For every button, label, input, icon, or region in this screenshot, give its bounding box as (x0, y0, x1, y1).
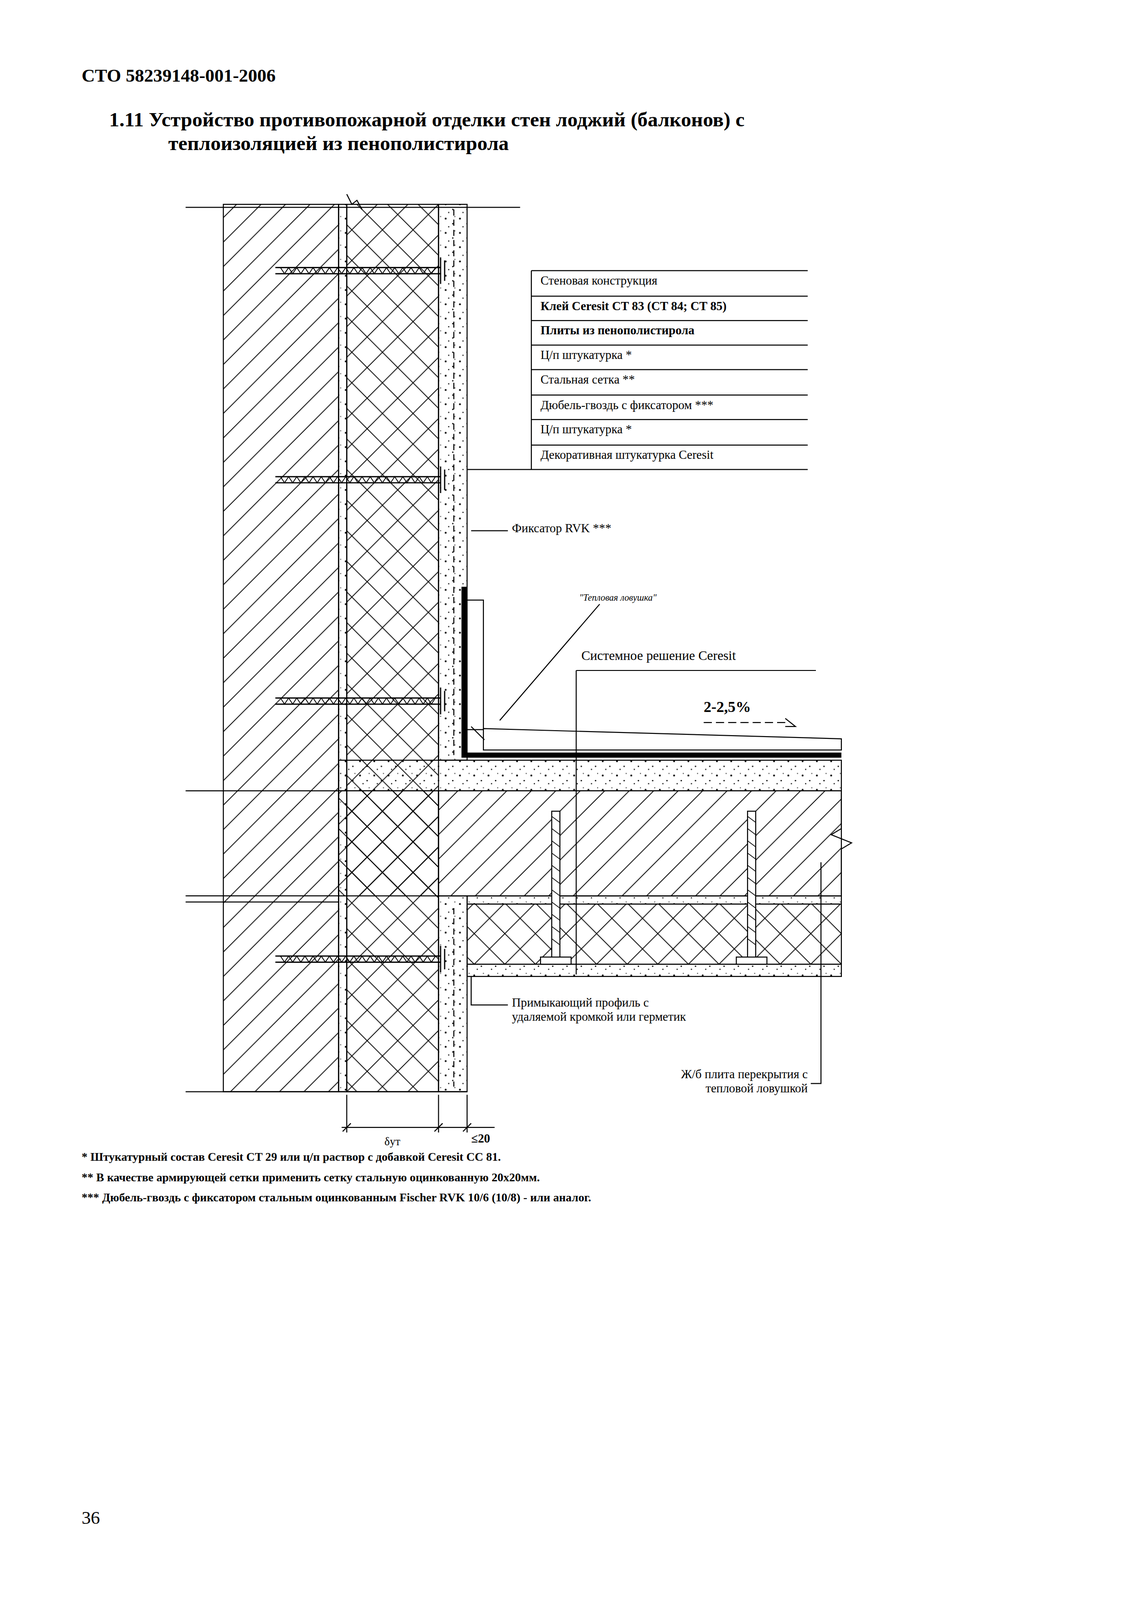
callout-label: Примыкающий профиль с удаляемой кромкой … (512, 996, 691, 1025)
page-number: 36 (81, 1507, 100, 1529)
callout-label: Системное решение Ceresit (581, 648, 737, 664)
table-cell: Плиты из пенополистирола (540, 324, 695, 339)
dimension-label: ≤20 (471, 1131, 491, 1147)
table-cell: Декоративная штукатурка Ceresit (540, 448, 714, 463)
table-cell: Ц/п штукатурка * (540, 423, 632, 438)
table-cell: Стальная сетка ** (540, 373, 635, 388)
header: СТО 58239148-001-2006 (81, 65, 276, 87)
title: 1.11 Устройство противопожарной отделки … (108, 108, 893, 156)
slope-label: 2-2,5% (703, 698, 751, 717)
footnote: ** В качестве армирующей сетки применить… (81, 1170, 540, 1185)
dimension-label: δут (384, 1135, 401, 1148)
table-cell: Стеновая конструкция (540, 274, 658, 289)
footnote: *** Дюбель-гвоздь с фиксатором стальным … (81, 1191, 592, 1205)
table-cell: Клей Ceresit CT 83 (CT 84; CT 85) (540, 299, 727, 314)
callout-label: "Тепловая ловушка" (579, 592, 657, 603)
callout-label: Ж/б плита перекрытия с тепловой ловушкой (632, 1067, 808, 1096)
footnote: * Штукатурный состав Ceresit CT 29 или ц… (81, 1150, 501, 1164)
table-cell: Дюбель-гвоздь с фиксатором *** (540, 398, 714, 413)
callout-label: Фиксатор RVK *** (512, 522, 612, 537)
table-cell: Ц/п штукатурка * (540, 348, 632, 364)
